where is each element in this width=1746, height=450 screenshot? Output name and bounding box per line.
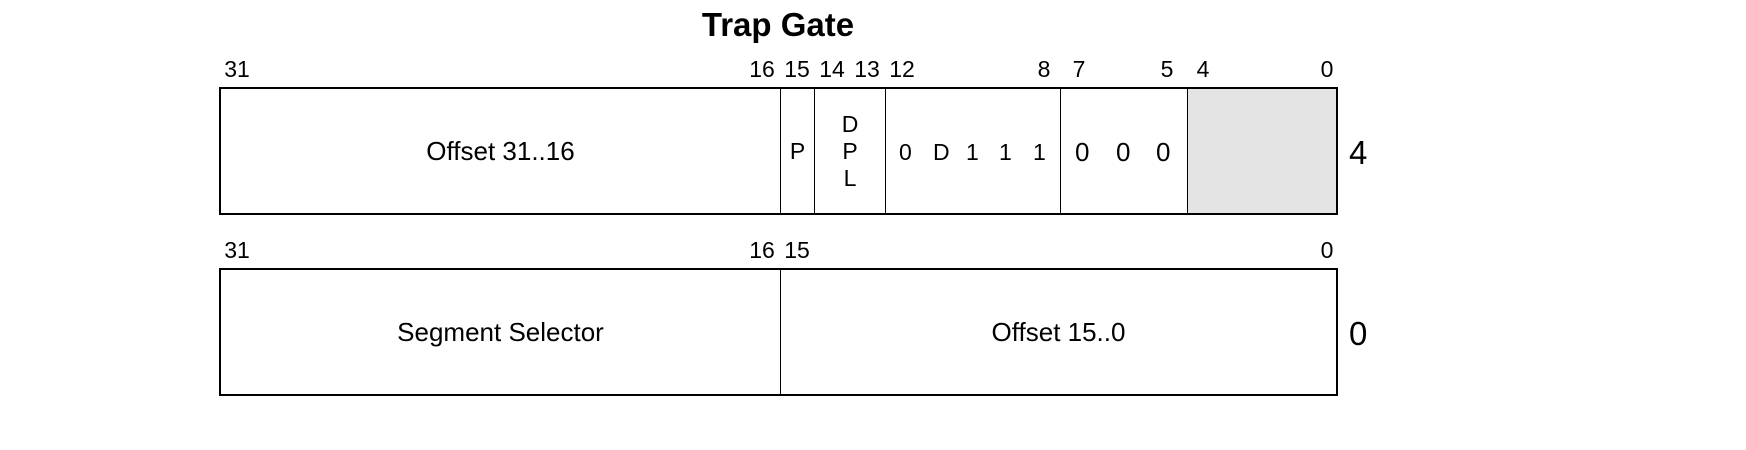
p-label: P bbox=[789, 137, 806, 164]
bit-label-5: 5 bbox=[1160, 56, 1174, 82]
divider bbox=[885, 89, 886, 213]
bit-label-0: 0 bbox=[1320, 56, 1334, 82]
bit-label-16: 16 bbox=[749, 56, 775, 82]
bit-label-31: 31 bbox=[224, 56, 250, 82]
diagram-title: Trap Gate bbox=[701, 6, 855, 43]
bit-label-15: 15 bbox=[784, 237, 810, 263]
segment-selector-field: Segment Selector bbox=[221, 270, 780, 394]
bit-label-8: 8 bbox=[1037, 56, 1051, 82]
type-bit-10: 1 bbox=[966, 139, 979, 165]
byte-offset-4: 4 bbox=[1349, 134, 1368, 171]
divider bbox=[814, 89, 815, 213]
type-bit-11: D bbox=[933, 139, 950, 165]
zero-bit-6: 0 bbox=[1116, 137, 1131, 167]
trap-gate-low-dword: Segment Selector Offset 15..0 bbox=[219, 268, 1338, 396]
bit-label-0: 0 bbox=[1320, 237, 1334, 263]
zero-bit-5: 0 bbox=[1156, 137, 1171, 167]
dpl-letter-p: P bbox=[842, 137, 858, 164]
p-field: P bbox=[781, 89, 814, 213]
bit-label-7: 7 bbox=[1072, 56, 1086, 82]
divider bbox=[780, 270, 781, 394]
bit-label-14: 14 bbox=[819, 56, 845, 82]
zero-field: 0 0 0 bbox=[1061, 89, 1187, 213]
bit-label-12: 12 bbox=[889, 56, 915, 82]
dpl-letter-d: D bbox=[841, 110, 859, 137]
bit-label-31: 31 bbox=[224, 237, 250, 263]
divider bbox=[780, 89, 781, 213]
offset-low-field: Offset 15..0 bbox=[781, 270, 1336, 394]
trap-gate-high-dword: Offset 31..16 P D P L 0 D 1 1 1 0 0 0 bbox=[219, 87, 1338, 215]
type-bit-8: 1 bbox=[1033, 139, 1046, 165]
type-bit-12: 0 bbox=[899, 139, 912, 165]
byte-offset-0: 0 bbox=[1349, 315, 1368, 352]
bit-label-15: 15 bbox=[784, 56, 810, 82]
offset-low-label: Offset 15..0 bbox=[991, 316, 1126, 347]
bit-label-16: 16 bbox=[749, 237, 775, 263]
type-bit-9: 1 bbox=[999, 139, 1012, 165]
offset-high-field: Offset 31..16 bbox=[221, 89, 780, 213]
zero-bit-7: 0 bbox=[1075, 137, 1090, 167]
divider bbox=[1187, 89, 1188, 213]
offset-high-label: Offset 31..16 bbox=[426, 135, 575, 166]
dpl-field: D P L bbox=[815, 89, 885, 213]
divider bbox=[1060, 89, 1061, 213]
segment-selector-label: Segment Selector bbox=[397, 316, 604, 347]
dpl-letter-l: L bbox=[843, 164, 857, 191]
bit-label-13: 13 bbox=[854, 56, 880, 82]
type-field: 0 D 1 1 1 bbox=[886, 89, 1060, 213]
bit-label-4: 4 bbox=[1196, 56, 1210, 82]
reserved-field bbox=[1188, 89, 1336, 213]
